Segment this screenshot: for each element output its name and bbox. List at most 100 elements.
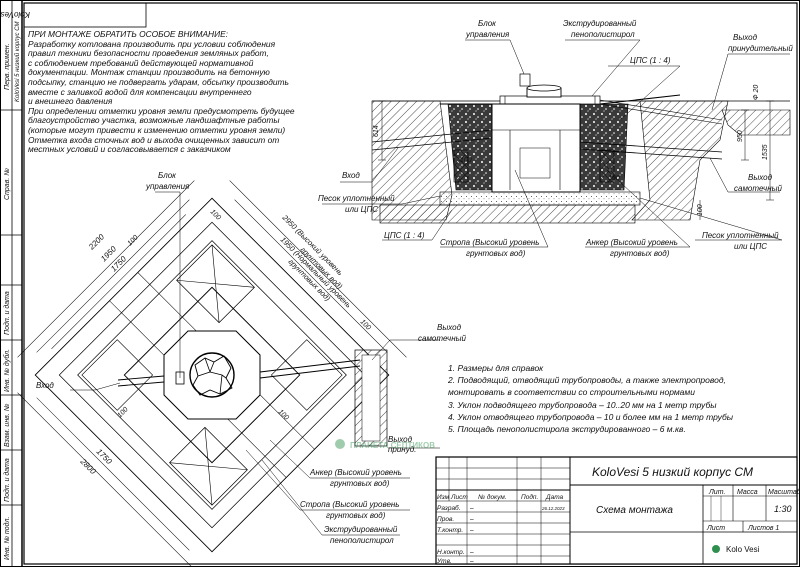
section-dim-100c: 100	[697, 204, 704, 216]
section-dim-1535: 1535	[762, 144, 769, 160]
notes-line: Отметка входа сточных вод и выхода очище…	[28, 134, 280, 145]
section-dim-614: 614	[373, 125, 380, 137]
section-label-anker-1: Анкер (Высокий уровень	[585, 238, 678, 247]
plan-label-vyhod-1: Выход	[437, 323, 462, 332]
plan-label-anker-2: грунтовых вод)	[330, 479, 390, 488]
tb-lit: Лит.	[708, 489, 725, 496]
tb-doc-name: Схема монтажа	[596, 505, 673, 516]
plan-dim-100b: 100	[209, 208, 222, 221]
notes-line: подсыпку, станцию не подвергать ударам, …	[28, 76, 289, 87]
plan-dim-100e: 100	[277, 408, 290, 421]
sidebar-inv-dubl: Инв. № дубл.	[3, 349, 11, 392]
section-dim-100a: 100	[460, 157, 472, 164]
tb-col-izm: Изм	[437, 494, 450, 501]
tb-brand: Kolo Vesi	[726, 545, 760, 554]
notes-line: с соблюдением требований действующей нор…	[28, 57, 254, 68]
plan-label-eps-1: Экструдированный	[324, 525, 398, 534]
notes-line: При определении отметки уровня земли пре…	[28, 105, 295, 116]
section-label-pesok2-1: Песок уплотненный	[702, 231, 779, 240]
sidebar-perv-primen-value: KoloVesi 5 низкий корпус СМ	[14, 22, 21, 102]
notes-line: Разработку котлована производить при усл…	[28, 38, 276, 49]
tb-dash-2: –	[469, 516, 474, 523]
notes-line: правил техники безопасности проведения з…	[28, 48, 269, 59]
spec-note: 4. Уклон отводящего трубопровода – 10 и …	[448, 411, 734, 422]
watermark-text: ПЛАНЕТА СЕПТИКОВ	[350, 441, 435, 450]
plan-dim-100a: 100	[126, 234, 139, 247]
sidebar-sprav-label: Справ. №	[4, 168, 11, 200]
notes-line: вместе с заливкой водой для компенсации …	[28, 86, 252, 97]
tb-row-tkontr: Т.контр.	[437, 527, 463, 534]
tb-dash-1: –	[469, 505, 474, 512]
tb-row-nkontr: Н.контр.	[437, 549, 465, 556]
tb-product-title: KoloVesi 5 низкий корпус СМ	[592, 465, 753, 479]
section-label-pesok2-2: или ЦПС	[734, 242, 767, 251]
plan-label-vyhod-2: самотечный	[418, 334, 466, 343]
section-dim-100b: 100	[608, 175, 620, 182]
notes-line: местных условий и согласовывается с зака…	[28, 144, 231, 155]
plan-label-vyhod-pr-2: принуд.	[388, 445, 416, 454]
section-label-vyhod-sam-1: Выход	[748, 173, 773, 182]
tb-col-dokum: № докум.	[478, 493, 507, 501]
notes-line: (которые могут привести к изменению отме…	[28, 124, 286, 135]
title-block: Изм Лист № докум. Подп. Дата Разраб. Про…	[435, 456, 800, 565]
sidebar-inv-podl: Инв. № подл.	[3, 517, 11, 560]
sidebar-perv-primen-label: Перв. примен.	[4, 43, 11, 90]
left-sidebar: Перв. примен. KoloVesi 5 низкий корпус С…	[0, 0, 22, 567]
plan-label-eps-2: пенополистирол	[330, 536, 394, 545]
section-label-strapa-2: грунтовых вод)	[466, 249, 526, 258]
tb-col-podp: Подп.	[521, 493, 538, 501]
sidebar-vzam-inv: Взам. инв. №	[4, 403, 11, 447]
sidebar-podp-data-2: Подп. и дата	[3, 458, 11, 502]
tb-dash-3: –	[469, 527, 474, 534]
top-stamp-text: KoloVesi 5 низкий корпус СМ	[0, 10, 30, 19]
tb-dash-4: –	[469, 549, 474, 556]
section-label-cps-top: ЦПС (1 : 4)	[630, 56, 671, 65]
plan-view: Блок управления 2200 1950 1750 100 100 2…	[17, 171, 466, 570]
tb-col-list: Лист	[450, 494, 468, 501]
spec-note: 1. Размеры для справок	[448, 363, 544, 373]
tb-row-prov: Пров.	[437, 516, 454, 523]
section-label-vyhod-2: принудительный	[728, 44, 793, 53]
plan-label-vyhod-pr-1: Выход	[388, 435, 413, 444]
plan-label-anker-1: Анкер (Высокий уровень	[309, 468, 402, 477]
section-dim-950: 950	[737, 130, 744, 142]
tb-scale: 1:30	[774, 504, 792, 514]
notes-line: благоустройство участка, возможные ландш…	[28, 115, 280, 126]
section-label-strapa-1: Стропа (Высокий уровень	[440, 238, 540, 247]
section-label-anker-2: грунтовых вод)	[610, 249, 670, 258]
notes-heading: ПРИ МОНТАЖЕ ОБРАТИТЬ ОСОБОЕ ВНИМАНИЕ:	[28, 29, 228, 39]
tb-col-data: Дата	[545, 494, 564, 501]
section-label-blok-2: управления	[465, 30, 510, 39]
watermark-logo: ПЛАНЕТА СЕПТИКОВ	[335, 439, 435, 450]
spec-notes: 1. Размеры для справок 2. Подводящий, от…	[448, 362, 788, 435]
notes-line: и внешнего давления	[28, 96, 113, 107]
plan-label-strapa-2: грунтовых вод)	[326, 511, 386, 520]
tb-dash-5: –	[469, 558, 474, 565]
section-label-blok-1: Блок	[478, 19, 497, 28]
section-label-vyhod-sam-2: самотечный	[734, 184, 782, 193]
section-label-pesok-1: Песок уплотненный	[318, 194, 395, 203]
plan-label-strapa-1: Стропа (Высокий уровень	[300, 500, 400, 509]
tb-date: 26.12.2023	[541, 506, 565, 511]
tb-row-razrab: Разраб.	[437, 504, 461, 512]
plan-dim-2200: 2200	[86, 232, 106, 252]
notes-line: документации. Монтаж станции производить…	[28, 67, 270, 78]
plan-label-blok-2: управления	[145, 182, 190, 191]
top-stamp: KoloVesi 5 низкий корпус СМ	[0, 2, 147, 28]
section-view: Блок управления Экструдированный пенопол…	[318, 19, 793, 258]
plan-label-blok-1: Блок	[158, 171, 177, 180]
section-label-cps-bottom: ЦПС (1 : 4)	[384, 231, 425, 240]
section-label-vhod: Вход	[342, 171, 360, 180]
tb-list-label: Лист	[706, 525, 725, 532]
section-label-phi: Ф 20	[753, 85, 760, 100]
installation-notes: ПРИ МОНТАЖЕ ОБРАТИТЬ ОСОБОЕ ВНИМАНИЕ: Ра…	[28, 29, 303, 155]
section-label-pesok-2: или ЦПС	[345, 205, 378, 214]
spec-note: монтировать в соответствии со строительн…	[448, 387, 695, 398]
section-label-vyhod-1: Выход	[733, 33, 758, 42]
plan-dim-2800: 2800	[78, 456, 98, 476]
spec-note: 3. Уклон подводящего трубопровода – 10..…	[448, 399, 717, 410]
brand-logo: Kolo Vesi	[712, 545, 760, 554]
plan-label-vhod: Вход	[36, 381, 54, 390]
tb-masshtab: Масштаб	[768, 488, 800, 496]
